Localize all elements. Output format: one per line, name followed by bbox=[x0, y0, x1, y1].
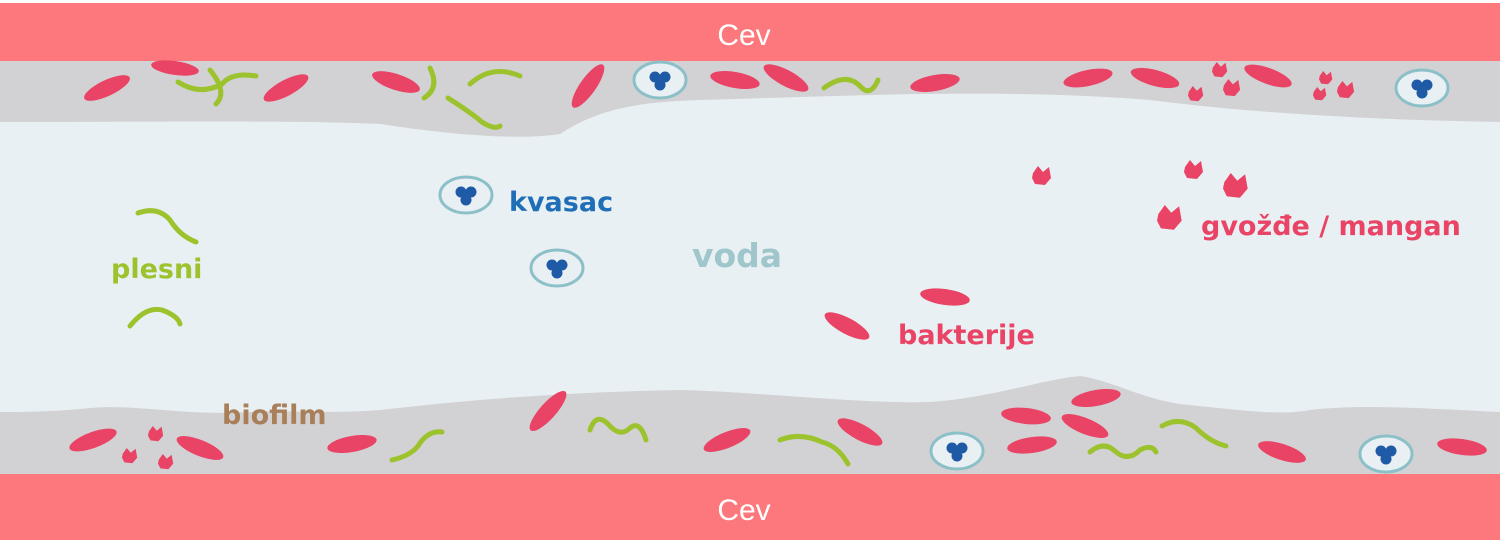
biofilm-layer-top bbox=[0, 61, 1500, 137]
mold-filament bbox=[135, 208, 199, 245]
mold-filament bbox=[587, 416, 649, 443]
bacterium bbox=[1130, 67, 1180, 89]
bacterium bbox=[176, 436, 224, 460]
bacterium bbox=[763, 64, 809, 92]
pipe-label-top: Cev bbox=[717, 19, 770, 52]
svg-text:Cev: Cev bbox=[717, 19, 770, 52]
yeast-cell bbox=[1358, 434, 1414, 474]
bacterium bbox=[910, 74, 960, 92]
pipe-label-bottom: Cev bbox=[717, 494, 770, 527]
biofilm-layer-bottom bbox=[0, 376, 1500, 474]
svg-text:Cev: Cev bbox=[717, 494, 770, 527]
mold-filament bbox=[421, 65, 437, 101]
bacterium bbox=[69, 428, 117, 452]
pipe-wall-bottom bbox=[0, 474, 1500, 540]
bacterium bbox=[837, 418, 883, 446]
pipe-wall-top bbox=[0, 3, 1500, 61]
yeast-cell bbox=[632, 60, 688, 100]
mold-filament bbox=[445, 95, 503, 130]
bacterium bbox=[529, 390, 567, 432]
bacterium bbox=[1007, 436, 1057, 454]
label-water: voda bbox=[692, 236, 782, 275]
bacterium bbox=[263, 74, 309, 102]
bacterium bbox=[1244, 64, 1292, 88]
bacteria-group bbox=[69, 60, 1487, 463]
bacterium bbox=[372, 71, 420, 93]
label-biofilm: biofilm bbox=[222, 400, 327, 431]
bacterium bbox=[151, 60, 199, 76]
bacterium bbox=[84, 75, 130, 101]
mold-filament bbox=[207, 67, 224, 107]
yeast-cell bbox=[1394, 68, 1450, 108]
bacterium bbox=[710, 71, 760, 89]
bacterium bbox=[571, 64, 605, 108]
bacterium bbox=[327, 435, 377, 453]
mold-filament bbox=[175, 72, 259, 92]
label-iron-manganese: gvožđe / mangan bbox=[1201, 211, 1461, 242]
yeast-cell bbox=[529, 248, 585, 288]
bacterium bbox=[824, 312, 870, 340]
bacterium bbox=[920, 288, 970, 306]
mold-group bbox=[127, 65, 1229, 467]
bacterium bbox=[703, 428, 751, 452]
mold-filament bbox=[127, 306, 183, 329]
bacterium bbox=[1063, 68, 1113, 88]
yeast-cell bbox=[929, 431, 985, 471]
mold-filament bbox=[777, 434, 851, 467]
mold-filament bbox=[1087, 443, 1159, 459]
mold-filament bbox=[467, 69, 523, 87]
yeast-cell bbox=[438, 175, 494, 215]
label-yeast: kvasac bbox=[509, 187, 613, 218]
mold-filament bbox=[1159, 419, 1229, 449]
bacterium bbox=[1061, 414, 1109, 438]
label-mold: plesni bbox=[111, 254, 202, 285]
mold-filament bbox=[821, 77, 881, 94]
bacterium bbox=[1437, 438, 1487, 456]
bacterium bbox=[1001, 407, 1051, 425]
label-bacteria: bakterije bbox=[898, 320, 1035, 351]
bacterium bbox=[1071, 389, 1121, 407]
mold-filament bbox=[389, 429, 445, 463]
bacterium bbox=[1258, 441, 1306, 463]
